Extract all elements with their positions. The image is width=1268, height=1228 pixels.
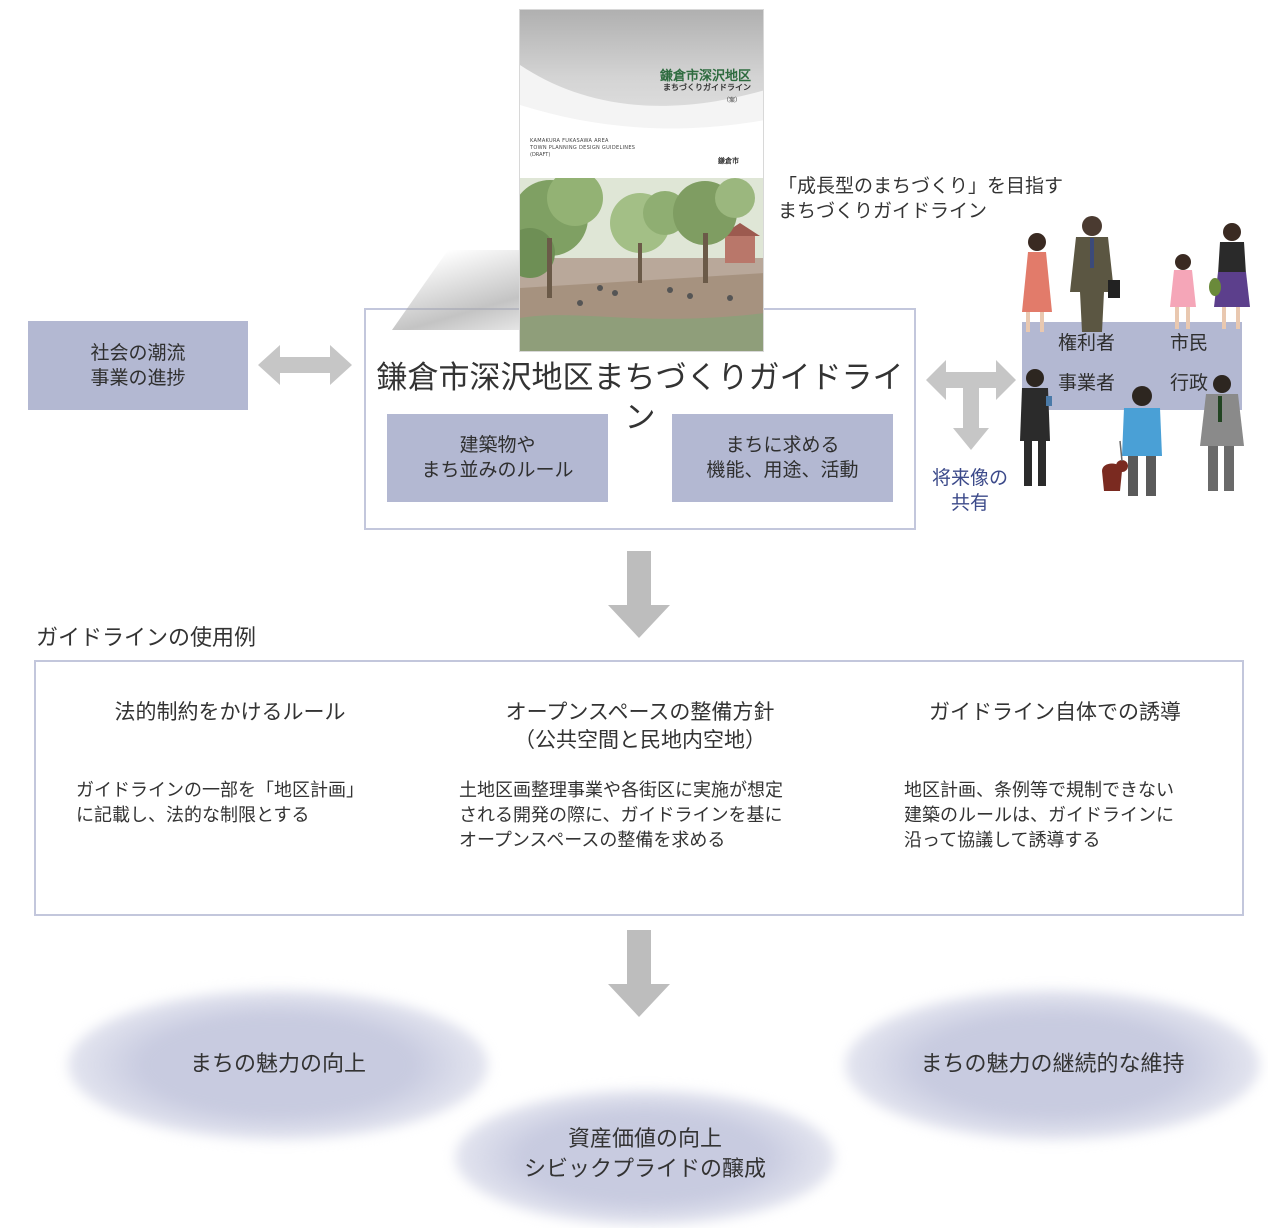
people-group-top-icon xyxy=(1022,216,1250,332)
outcome-left-label: まちの魅力の向上 xyxy=(189,1052,366,1077)
usage-col2-heading: オープンスペースの整備方針 （公共空間と民地内空地） xyxy=(505,700,775,752)
town-functions-label: まちに求める 機能、用途、活動 xyxy=(706,434,859,481)
cover-romaji-2: TOWN PLANNING DESIGN GUIDELINES xyxy=(530,145,636,151)
outcome-left-blob xyxy=(68,990,488,1140)
usage-col3-body: 地区計画、条例等で規制できない 建築のルールは、ガイドラインに 沿って協議して誘… xyxy=(904,780,1174,851)
park-illustration xyxy=(520,178,763,351)
share-arrow-icon xyxy=(926,360,1016,450)
outcome-center-blob xyxy=(455,1090,835,1225)
stakeholder-citizen: 市民 xyxy=(1170,332,1209,354)
stakeholder-box xyxy=(1022,322,1242,410)
guideline-title: 鎌倉市深沢地区まちづくりガイドライン xyxy=(376,360,904,436)
cover-romaji-3: (DRAFT) xyxy=(530,152,551,158)
usage-col1-body: ガイドラインの一部を「地区計画」 に記載し、法的な制限とする xyxy=(76,780,364,826)
tagline: 「成長型のまちづくり」を目指す まちづくりガイドライン xyxy=(778,175,1064,222)
stakeholder-business: 事業者 xyxy=(1058,372,1116,394)
building-rules-label: 建築物や まち並みのルール xyxy=(421,434,574,481)
stakeholder-right-holder: 権利者 xyxy=(1058,332,1116,354)
guideline-cover: 鎌倉市深沢地区 まちづくりガイドライン （案） KAMAKURA FUKASAW… xyxy=(519,9,764,352)
usage-col2-body: 土地区画整理事業や各街区に実施が想定 される開発の際に、ガイドラインを基に オー… xyxy=(459,780,783,851)
outcome-center-label: 資産価値の向上 シビックプライドの醸成 xyxy=(523,1127,766,1182)
cover-subtitle: まちづくりガイドライン xyxy=(663,83,751,92)
social-trend-label: 社会の潮流 事業の進捗 xyxy=(90,341,186,389)
people-group-bottom-icon xyxy=(1020,369,1244,496)
usage-heading: ガイドラインの使用例 xyxy=(36,626,257,651)
cover-romaji-1: KAMAKURA FUKASAWA AREA xyxy=(530,138,609,144)
outcome-right-label: まちの魅力の継続的な維持 xyxy=(920,1052,1185,1077)
stakeholder-government: 行政 xyxy=(1170,372,1209,394)
shared-vision-label: 将来像の 共有 xyxy=(931,467,1008,514)
double-arrow-icon xyxy=(258,345,352,385)
cover-title: 鎌倉市深沢地区 xyxy=(659,69,751,84)
down-arrow-1-icon xyxy=(608,551,670,638)
usage-col3-heading: ガイドライン自体での誘導 xyxy=(929,700,1181,724)
cover-wave-graphic xyxy=(520,65,763,180)
cover-publisher: 鎌倉市 xyxy=(718,157,739,165)
social-trend-box: 社会の潮流 事業の進捗 xyxy=(28,321,248,410)
usage-col1-heading: 法的制約をかけるルール xyxy=(114,700,346,724)
town-functions-box: まちに求める 機能、用途、活動 xyxy=(672,414,893,502)
usage-frame xyxy=(34,660,1244,916)
down-arrow-2-icon xyxy=(608,930,670,1017)
outcome-right-blob xyxy=(845,990,1260,1140)
building-rules-box: 建築物や まち並みのルール xyxy=(387,414,608,502)
cover-note: （案） xyxy=(722,97,741,104)
